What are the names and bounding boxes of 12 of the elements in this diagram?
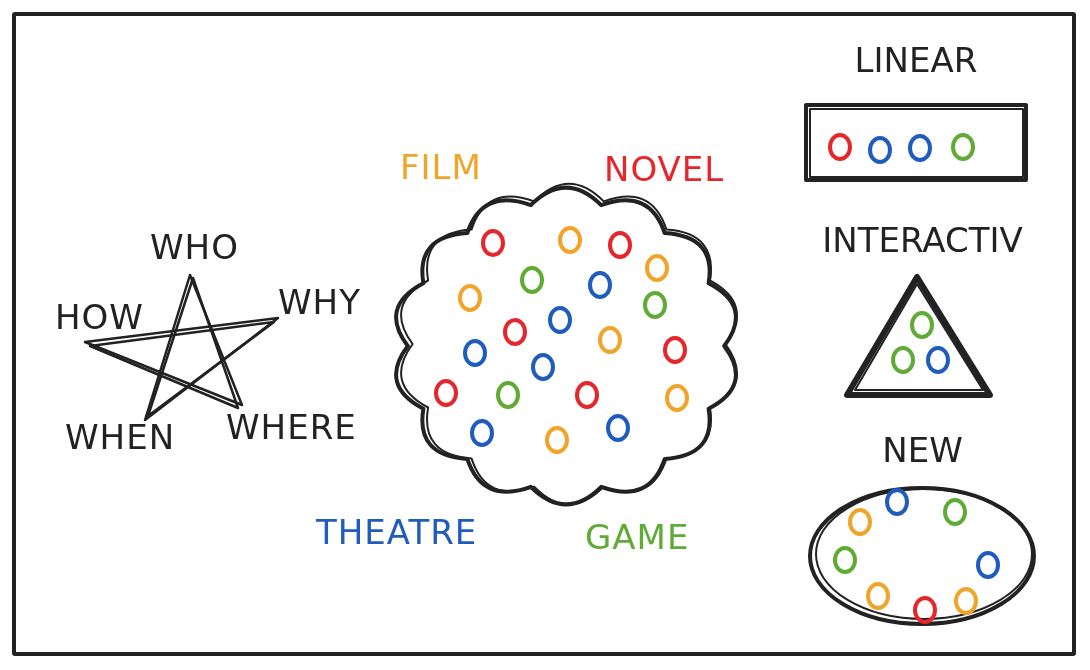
word-label: WHY xyxy=(278,285,361,319)
shape-title: NEW xyxy=(881,432,964,470)
word-label: GAME xyxy=(585,520,690,554)
word-label: NOVEL xyxy=(604,152,725,186)
word-label: WHEN xyxy=(65,420,176,454)
word-label: HOW xyxy=(55,300,144,334)
word-label: FILM xyxy=(400,150,482,184)
word-label: WHO xyxy=(150,230,239,264)
word-label: WHERE xyxy=(226,410,357,444)
shape-title: LINEAR xyxy=(853,42,979,80)
shape-title: INTERACTIV xyxy=(821,222,1024,260)
word-label: THEATRE xyxy=(316,515,478,549)
